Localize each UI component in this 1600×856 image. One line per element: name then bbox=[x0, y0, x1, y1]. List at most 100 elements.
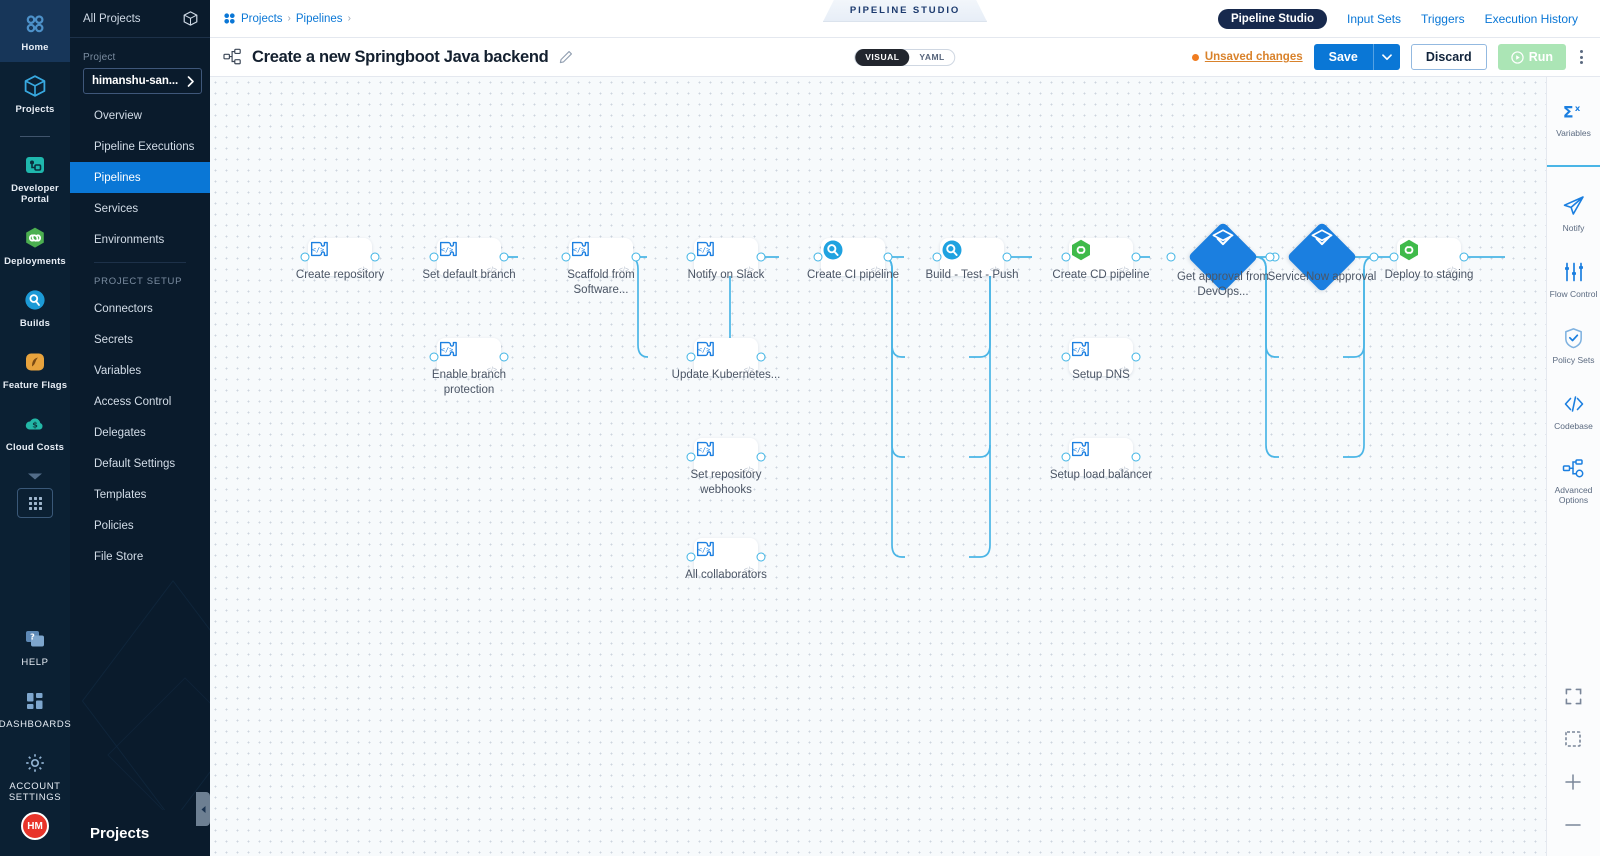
node-input-port[interactable] bbox=[300, 252, 310, 262]
node-shape[interactable]: </> bbox=[1397, 238, 1461, 276]
zoom-in-button[interactable] bbox=[1560, 769, 1586, 795]
rail-item-home[interactable]: Home bbox=[0, 0, 70, 62]
node-output-port[interactable] bbox=[756, 552, 766, 562]
node-output-port[interactable] bbox=[499, 252, 509, 262]
zoom-out-button[interactable] bbox=[1560, 812, 1586, 838]
sidebar-item-policies[interactable]: Policies bbox=[70, 510, 210, 541]
save-button[interactable]: Save bbox=[1313, 44, 1400, 70]
rail-app-grid-button[interactable] bbox=[17, 488, 53, 518]
tab-execution-history[interactable]: Execution History bbox=[1484, 11, 1578, 26]
node-output-port[interactable] bbox=[631, 252, 641, 262]
node-output-port[interactable] bbox=[1131, 252, 1141, 262]
node-shape[interactable]: </></> bbox=[569, 238, 633, 276]
avatar[interactable]: HM bbox=[21, 812, 49, 840]
pipeline-node-deploy-to-staging[interactable]: </>Deploy to staging bbox=[1385, 238, 1473, 281]
sidebar-item-overview[interactable]: Overview bbox=[70, 100, 210, 131]
pipeline-node-servicenow-approval[interactable]: ServiceNow approval bbox=[1265, 221, 1379, 293]
tab-input-sets[interactable]: Input Sets bbox=[1347, 11, 1402, 26]
node-input-port[interactable] bbox=[686, 552, 696, 562]
pipeline-node-setup-load-balancer[interactable]: </></>Setup load balancer bbox=[1050, 438, 1152, 481]
node-shape[interactable]: </></> bbox=[694, 338, 758, 376]
save-dropdown-toggle[interactable] bbox=[1372, 44, 1400, 70]
node-input-port[interactable] bbox=[1061, 252, 1071, 262]
node-input-port[interactable] bbox=[686, 352, 696, 362]
node-shape[interactable]: </> bbox=[1069, 238, 1133, 276]
rail-item-deployments[interactable]: Deployments bbox=[0, 214, 70, 276]
node-shape[interactable]: </> bbox=[940, 238, 1004, 276]
node-shape[interactable]: </></> bbox=[308, 238, 372, 276]
pipeline-node-set-repository-webhooks[interactable]: </></>Set repository webhooks bbox=[686, 438, 766, 496]
toolbar-item-notify[interactable]: Notify bbox=[1547, 194, 1600, 233]
visual-yaml-toggle[interactable]: VISUAL YAML bbox=[854, 48, 956, 66]
node-output-port[interactable] bbox=[756, 452, 766, 462]
node-shape[interactable]: </></> bbox=[1069, 438, 1133, 476]
node-shape[interactable]: </></> bbox=[1069, 338, 1133, 376]
tab-pipeline-studio[interactable]: Pipeline Studio bbox=[1217, 8, 1327, 29]
rail-item-projects[interactable]: Projects bbox=[0, 62, 70, 124]
sidebar-item-pipelines[interactable]: Pipelines bbox=[70, 162, 210, 193]
pipeline-node-create-cd-pipeline[interactable]: </>Create CD pipeline bbox=[1052, 238, 1150, 281]
tab-triggers[interactable]: Triggers bbox=[1421, 11, 1465, 26]
toolbar-item-flow-control[interactable]: Flow Control bbox=[1547, 260, 1600, 299]
sidebar-item-delegates[interactable]: Delegates bbox=[70, 417, 210, 448]
sidebar-collapse-handle[interactable] bbox=[196, 792, 210, 826]
sidebar-item-default-settings[interactable]: Default Settings bbox=[70, 448, 210, 479]
breadcrumb-projects[interactable]: Projects bbox=[241, 12, 283, 25]
node-output-port[interactable] bbox=[756, 352, 766, 362]
cube-icon[interactable] bbox=[182, 10, 199, 27]
select-box-button[interactable] bbox=[1560, 726, 1586, 752]
toolbar-item-advanced-options[interactable]: Advanced Options bbox=[1547, 458, 1600, 505]
rail-collapse-caret[interactable] bbox=[27, 462, 43, 488]
breadcrumb-pipelines[interactable]: Pipelines bbox=[295, 12, 343, 25]
toggle-visual[interactable]: VISUAL bbox=[855, 48, 910, 66]
pipeline-node-create-repository[interactable]: </></>Create repository bbox=[296, 238, 384, 281]
node-input-port[interactable] bbox=[813, 252, 823, 262]
rail-item-account-settings[interactable]: ACCOUNT SETTINGS bbox=[0, 739, 70, 812]
project-selector[interactable]: himanshu-san... bbox=[83, 68, 202, 94]
pipeline-node-setup-dns[interactable]: </></>Setup DNS bbox=[1061, 338, 1141, 381]
rail-item-builds[interactable]: Builds bbox=[0, 276, 70, 338]
pipeline-node-build-test-push[interactable]: </>Build - Test - Push bbox=[925, 238, 1019, 281]
node-output-port[interactable] bbox=[883, 252, 893, 262]
sidebar-item-file-store[interactable]: File Store bbox=[70, 541, 210, 572]
sidebar-item-environments[interactable]: Environments bbox=[70, 224, 210, 255]
node-input-port[interactable] bbox=[686, 252, 696, 262]
node-input-port[interactable] bbox=[429, 352, 439, 362]
toolbar-item-variables[interactable]: Σ x Variables bbox=[1547, 101, 1600, 138]
pipeline-node-set-default-branch[interactable]: </></>Set default branch bbox=[422, 238, 516, 281]
pipeline-node-create-ci-pipeline[interactable]: </>Create CI pipeline bbox=[807, 238, 899, 281]
all-projects-row[interactable]: All Projects bbox=[70, 0, 210, 38]
node-shape[interactable]: </></> bbox=[694, 538, 758, 576]
node-input-port[interactable] bbox=[932, 252, 942, 262]
pipeline-node-all-collaborators[interactable]: </></>All collaborators bbox=[685, 538, 767, 581]
toolbar-item-codebase[interactable]: Codebase bbox=[1547, 392, 1600, 431]
node-output-port[interactable] bbox=[370, 252, 380, 262]
pipeline-node-notify-on-slack[interactable]: </></>Notify on Slack bbox=[686, 238, 766, 281]
fullscreen-button[interactable] bbox=[1560, 683, 1586, 709]
pipeline-node-update-kubernetes[interactable]: </></>Update Kubernetes... bbox=[672, 338, 780, 381]
sidebar-item-connectors[interactable]: Connectors bbox=[70, 293, 210, 324]
node-shape[interactable]: </></> bbox=[694, 438, 758, 476]
node-output-port[interactable] bbox=[1459, 252, 1469, 262]
sidebar-item-services[interactable]: Services bbox=[70, 193, 210, 224]
pipeline-canvas[interactable]: </></>Create repository </></>Set default… bbox=[210, 77, 1600, 856]
edit-pencil-icon[interactable] bbox=[559, 50, 573, 64]
rail-item-dashboards[interactable]: DASHBOARDS bbox=[0, 677, 71, 739]
rail-item-cloud-costs[interactable]: $ Cloud Costs bbox=[0, 400, 70, 462]
node-input-port[interactable] bbox=[429, 252, 439, 262]
node-input-port[interactable] bbox=[686, 452, 696, 462]
pipeline-node-get-approval-devops[interactable]: Get approval from DevOps... bbox=[1166, 221, 1280, 298]
pipeline-node-scaffold-from-software[interactable]: </></>Scaffold from Software... bbox=[561, 238, 641, 296]
sidebar-item-access-control[interactable]: Access Control bbox=[70, 386, 210, 417]
toolbar-item-policy-sets[interactable]: Policy Sets bbox=[1547, 326, 1600, 365]
toggle-yaml[interactable]: YAML bbox=[919, 52, 945, 62]
rail-item-feature-flags[interactable]: Feature Flags bbox=[0, 338, 70, 400]
node-output-port[interactable] bbox=[499, 352, 509, 362]
unsaved-changes-indicator[interactable]: Unsaved changes bbox=[1191, 51, 1303, 63]
node-output-port[interactable] bbox=[1369, 252, 1379, 262]
discard-button[interactable]: Discard bbox=[1410, 44, 1487, 70]
node-input-port[interactable] bbox=[1389, 252, 1399, 262]
node-shape[interactable]: </></> bbox=[694, 238, 758, 276]
node-shape[interactable] bbox=[1286, 221, 1358, 293]
sidebar-item-secrets[interactable]: Secrets bbox=[70, 324, 210, 355]
